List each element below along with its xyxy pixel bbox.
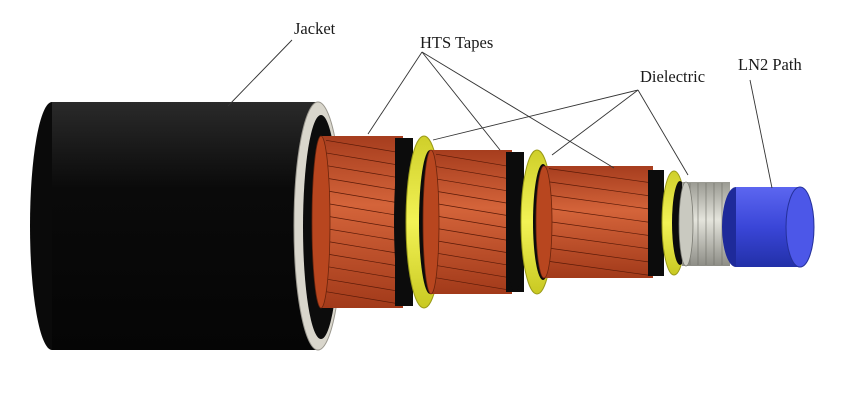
hts-tape-stripe — [435, 153, 509, 167]
hts-tape-stripe — [435, 215, 509, 229]
ln2-leader — [749, 79, 773, 189]
ln2-path-core — [722, 186, 815, 268]
jacket-layer — [30, 101, 343, 351]
hts-tape-stripe — [435, 190, 509, 204]
hts-tape-stripe — [548, 261, 651, 276]
hts-tape-stripe — [325, 152, 399, 166]
hts-leader-1 — [367, 51, 423, 135]
jacket-leader — [227, 39, 293, 107]
hts-tape-stripe — [548, 234, 651, 250]
hts-tape-stripe — [325, 291, 399, 305]
hts-tape-stripe — [435, 228, 509, 241]
hts-tape-stripe — [325, 266, 399, 279]
hts-tape-stripe — [435, 178, 509, 192]
hts-leader-3 — [421, 51, 615, 169]
dielectric-leader-1 — [432, 89, 639, 141]
dielectric-label: Dielectric — [640, 67, 705, 86]
hts-tape-stripe — [325, 240, 399, 254]
leader-lines — [227, 39, 773, 189]
hts-tape-layer-1 — [311, 135, 403, 309]
hts-tape-stripe — [325, 253, 399, 267]
hts-leader-2 — [421, 51, 501, 151]
hts-tape-stripe — [435, 240, 509, 254]
hts-tape-stripe — [325, 177, 399, 191]
hts-tape-stripe — [548, 194, 651, 210]
hts-tape-layer-2 — [422, 149, 512, 295]
hts-tape-stripe — [548, 247, 651, 263]
hts-tape-stripe — [548, 221, 651, 236]
hts-tape-stripe — [325, 215, 399, 229]
hts-tape-stripe — [435, 166, 509, 179]
hts-tape-layer-3 — [535, 165, 653, 279]
dielectric-leader-3 — [637, 89, 689, 176]
hts-tape-stripe — [548, 168, 651, 183]
ln2-path-label: LN2 Path — [738, 55, 802, 74]
hts-tape-stripe — [435, 203, 509, 216]
hts-tape-stripe — [325, 139, 399, 153]
hts-tapes-label: HTS Tapes — [420, 33, 493, 52]
hts-tape-stripe — [325, 203, 399, 216]
dielectric-leader-2 — [551, 89, 639, 156]
hts-tape-stripe — [435, 265, 509, 278]
former-layer — [678, 181, 730, 267]
hts-tape-stripe — [325, 190, 399, 204]
hts-tape-stripe — [548, 208, 651, 223]
hts-tape-stripe — [435, 277, 509, 291]
hts-tape-stripe — [325, 278, 399, 292]
hts-tape-stripe — [435, 252, 509, 266]
hts-tape-stripe — [325, 165, 399, 178]
hts-tape-stripe — [325, 228, 399, 241]
hts-tape-stripe — [548, 181, 651, 197]
jacket-label: Jacket — [294, 19, 336, 38]
